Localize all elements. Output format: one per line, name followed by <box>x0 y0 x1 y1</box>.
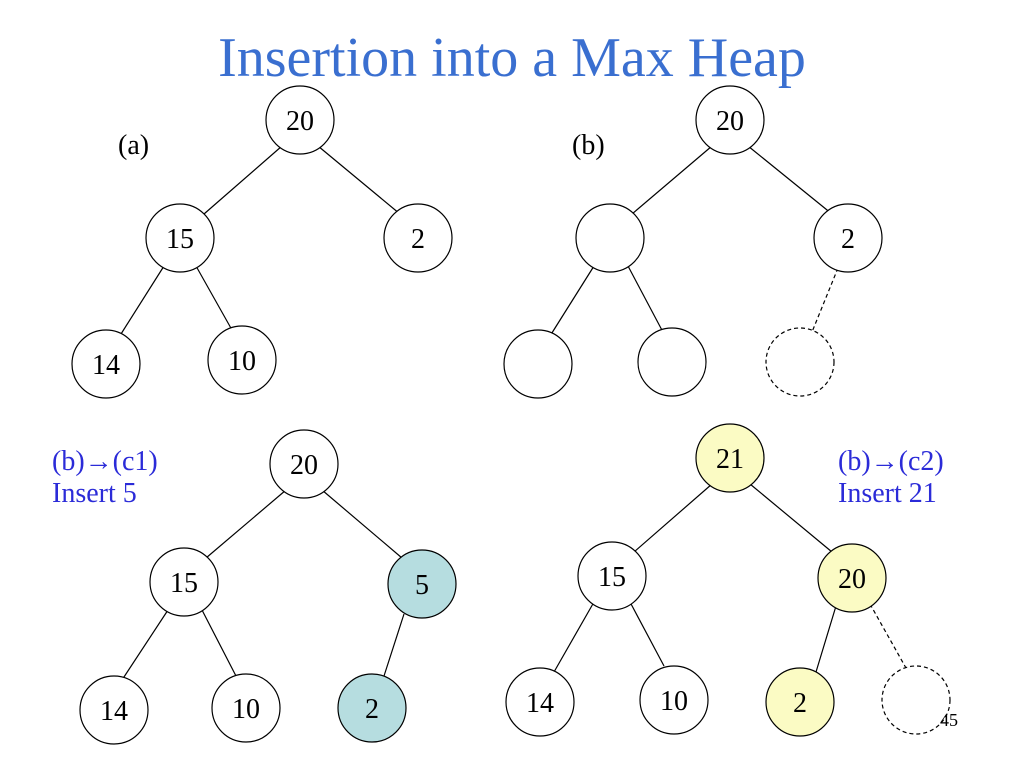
caption-c2-from: (b) <box>838 446 871 477</box>
heap-node: 15 <box>145 203 215 273</box>
heap-node: 10 <box>207 325 277 395</box>
heap-node-empty <box>575 203 645 273</box>
edge-dashed <box>811 267 839 333</box>
panel-c1-edges <box>121 489 405 681</box>
node-value: 15 <box>598 562 626 593</box>
arrow-icon: → <box>84 446 113 477</box>
caption-c1-insert: Insert 5 <box>52 478 137 509</box>
node-value: 15 <box>170 568 198 599</box>
page-number: 45 <box>940 710 958 730</box>
edge <box>120 265 165 335</box>
heap-node: 20 <box>265 85 335 155</box>
arrow-icon: → <box>870 446 899 477</box>
node-value: 14 <box>100 696 128 727</box>
edge <box>629 601 665 667</box>
heap-node: 15 <box>577 541 647 611</box>
edge <box>201 609 237 677</box>
heap-node-highlight: 20 <box>817 543 887 613</box>
node-value: 2 <box>841 224 855 255</box>
heap-node-placeholder <box>765 327 835 397</box>
heap-node: 14 <box>79 675 149 745</box>
edge <box>815 605 837 673</box>
heap-node: 14 <box>505 667 575 737</box>
node-value: 20 <box>290 450 318 481</box>
node-value: 2 <box>793 688 807 719</box>
heap-node: 20 <box>269 429 339 499</box>
node-value: 20 <box>716 106 744 137</box>
edge <box>549 265 595 337</box>
panel-a-label: (a) <box>118 130 150 161</box>
edge <box>633 483 713 553</box>
heap-node: 15 <box>149 547 219 617</box>
edge <box>627 265 665 335</box>
edge <box>631 145 713 215</box>
heap-node-empty <box>637 327 707 397</box>
panel-c2-caption: (b)→(c2) Insert 21 <box>838 446 944 510</box>
edge-dashed <box>869 603 907 669</box>
panel-b-label: (b) <box>572 130 605 161</box>
node-value: 2 <box>411 224 425 255</box>
edge <box>195 265 233 331</box>
heap-node-highlight: 2 <box>337 673 407 743</box>
heap-node-placeholder <box>881 665 951 735</box>
node-value: 15 <box>166 224 194 255</box>
edge <box>553 601 595 673</box>
panel-b-edges <box>549 145 839 337</box>
panel-c2-nodes: 21 15 20 14 10 2 <box>505 423 951 737</box>
node-value: 10 <box>660 686 688 717</box>
heap-node: 10 <box>211 673 281 743</box>
node-value: 14 <box>92 350 120 381</box>
heap-node-empty <box>503 329 573 399</box>
node-value: 20 <box>838 564 866 595</box>
edge <box>205 489 287 559</box>
node-value: 20 <box>286 106 314 137</box>
node-value: 14 <box>526 688 554 719</box>
edge <box>383 613 405 677</box>
panel-c1-nodes: 20 15 5 14 10 2 <box>79 429 457 745</box>
heap-node-highlight: 2 <box>765 667 835 737</box>
panel-c1-caption: (b)→(c1) Insert 5 <box>52 446 158 510</box>
caption-c1-from: (b) <box>52 446 85 477</box>
slide-title: Insertion into a Max Heap <box>218 27 806 89</box>
caption-c1-to: (c1) <box>112 446 158 477</box>
panel-c2-edges <box>553 483 907 673</box>
node-value: 10 <box>228 346 256 377</box>
heap-node: 10 <box>639 665 709 735</box>
edge <box>203 145 283 215</box>
node-value: 2 <box>365 694 379 725</box>
panel-a-edges <box>120 145 401 335</box>
edge <box>121 609 169 681</box>
heap-node-highlight: 5 <box>387 549 457 619</box>
edge <box>321 489 403 559</box>
panel-a-nodes: 20 15 2 14 10 <box>71 85 453 399</box>
node-value: 21 <box>716 444 744 475</box>
heap-node: 2 <box>813 203 883 273</box>
heap-node: 20 <box>695 85 765 155</box>
edge <box>747 145 833 215</box>
panel-b-nodes: 20 2 <box>503 85 883 399</box>
edge <box>749 483 833 553</box>
heap-node: 2 <box>383 203 453 273</box>
heap-node: 14 <box>71 329 141 399</box>
heap-node-highlight: 21 <box>695 423 765 493</box>
caption-c2-insert: Insert 21 <box>838 478 937 509</box>
node-value: 10 <box>232 694 260 725</box>
node-value: 5 <box>415 570 429 601</box>
caption-c2-to: (c2) <box>898 446 944 477</box>
edge <box>317 145 401 215</box>
